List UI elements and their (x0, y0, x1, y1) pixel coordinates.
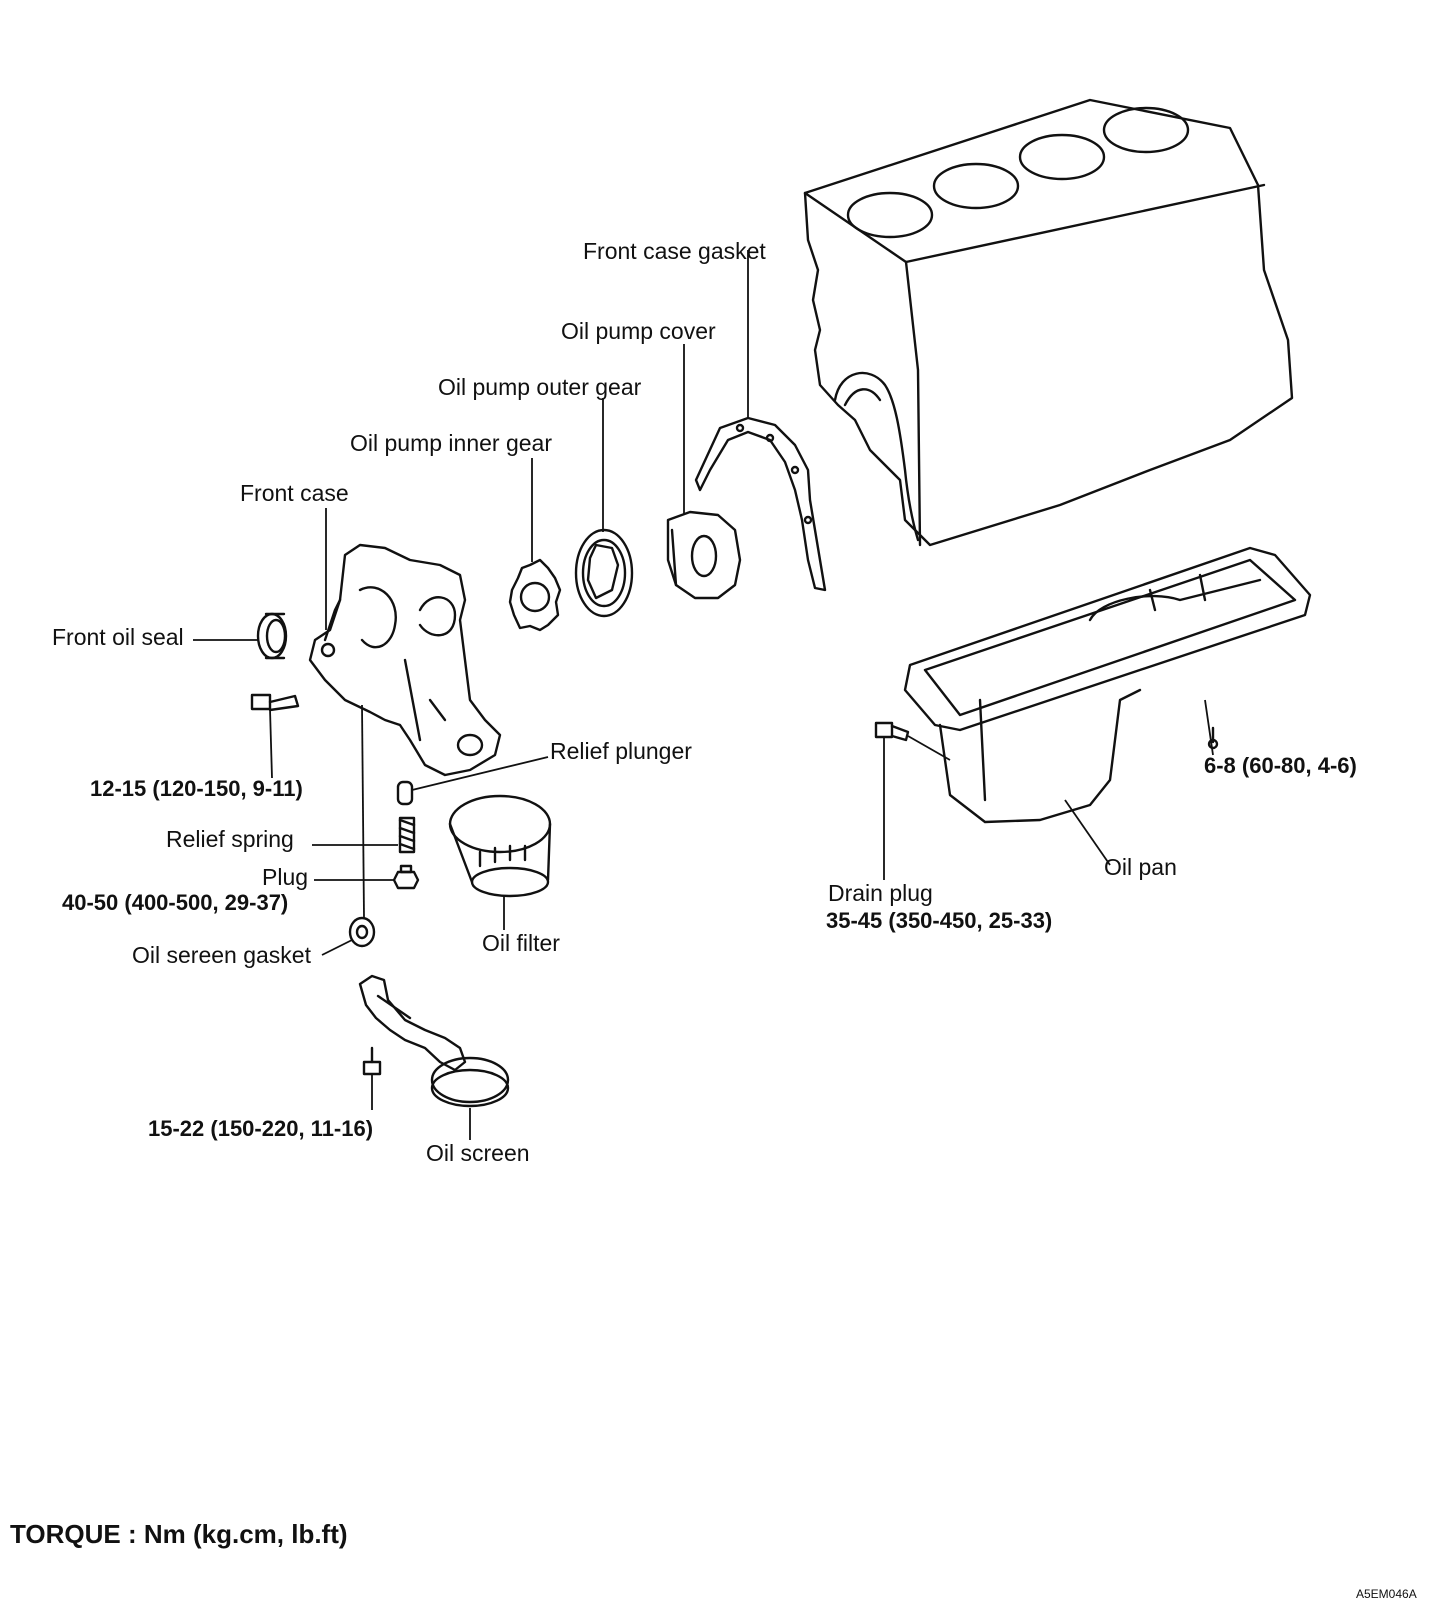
torque-plug: 40-50 (400-500, 29-37) (62, 890, 289, 915)
label-oil-screen-gasket: Oil sereen gasket (132, 942, 311, 968)
oil-pan (903, 546, 1312, 824)
plug (392, 864, 420, 890)
oil-pump-outer-gear (574, 528, 634, 618)
label-oil-pump-outer-gear: Oil pump outer gear (438, 374, 642, 400)
front-case-bolt (250, 693, 300, 712)
oil-screen-gasket (348, 916, 376, 948)
label-front-case: Front case (240, 480, 349, 506)
oil-pan-bolt (1207, 726, 1219, 750)
label-oil-screen: Oil screen (426, 1140, 530, 1166)
label-drain-plug: Drain plug (828, 880, 933, 906)
oil-pump-cover (666, 510, 742, 600)
oil-filter (448, 794, 552, 898)
front-case-gasket (694, 416, 827, 592)
oil-screen (358, 974, 510, 1108)
front-oil-seal (256, 612, 288, 660)
label-relief-spring: Relief spring (166, 826, 294, 852)
label-oil-pan: Oil pan (1104, 854, 1177, 880)
front-case (308, 543, 502, 777)
torque-drain-plug: 35-45 (350-450, 25-33) (826, 908, 1053, 933)
relief-plunger (396, 780, 414, 806)
oil-pump-inner-gear (508, 558, 562, 632)
label-oil-pump-inner-gear: Oil pump inner gear (350, 430, 552, 456)
leader-lines (193, 250, 1214, 1140)
label-oil-filter: Oil filter (482, 930, 560, 956)
torque-oil-screen-bolt: 15-22 (150-220, 11-16) (148, 1116, 374, 1141)
label-plug: Plug (262, 864, 309, 890)
label-oil-pump-cover: Oil pump cover (561, 318, 716, 344)
engine-block (803, 98, 1294, 547)
drain-plug (874, 721, 910, 742)
label-relief-plunger: Relief plunger (550, 738, 692, 764)
label-front-case-gasket: Front case gasket (583, 238, 766, 264)
torque-oil-pan-bolt: 6-8 (60-80, 4-6) (1204, 753, 1357, 778)
figure-code: A5EM046A (1356, 1587, 1417, 1601)
relief-spring (398, 816, 416, 854)
label-front-oil-seal: Front oil seal (52, 624, 184, 650)
torque-units-note: TORQUE : Nm (kg.cm, lb.ft) (10, 1519, 348, 1549)
torque-front-case-bolt: 12-15 (120-150, 9-11) (90, 776, 303, 801)
oil-screen-bolt (362, 1046, 382, 1076)
